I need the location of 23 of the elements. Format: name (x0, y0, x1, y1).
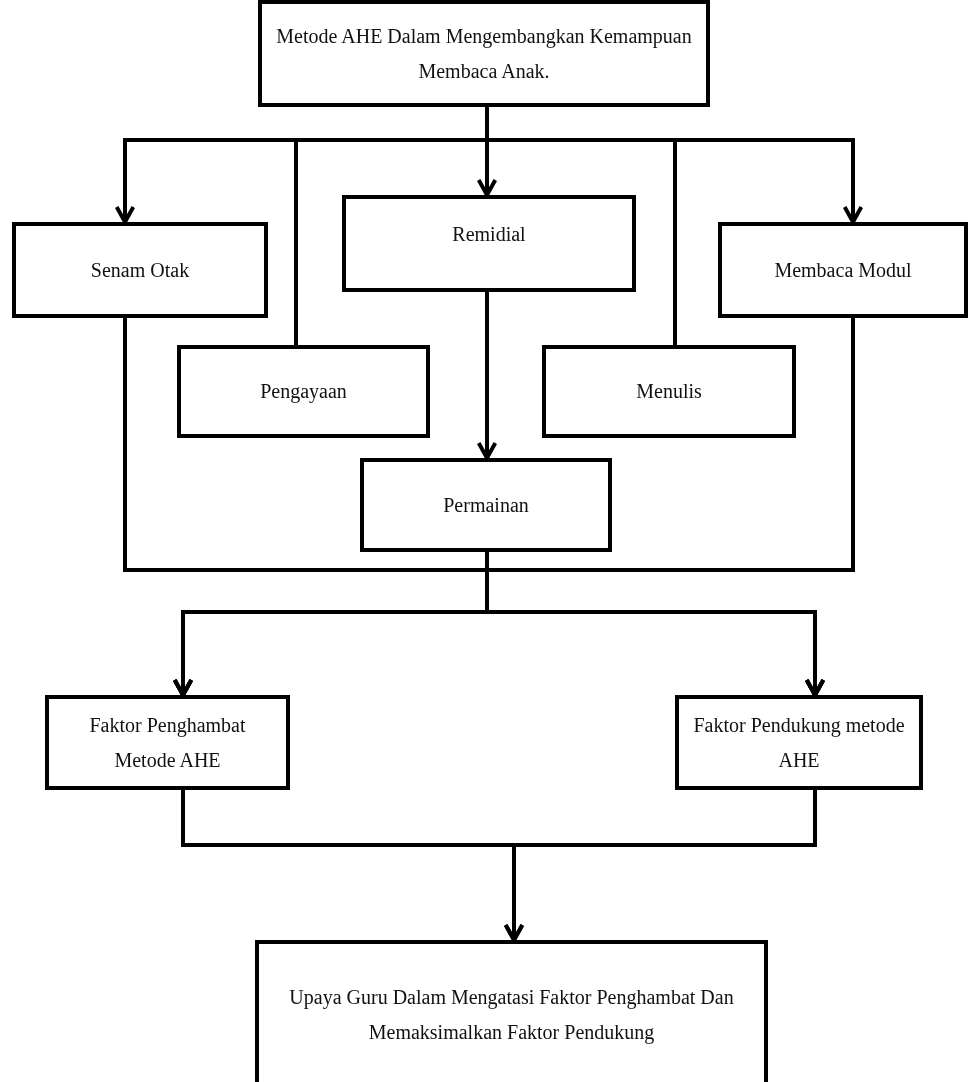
process-box (342, 195, 636, 292)
box-label: Pengayaan (260, 379, 347, 405)
box-label: Permainan (443, 492, 529, 518)
process-box (177, 345, 430, 438)
box-label: Senam Otak (90, 257, 190, 283)
box-label: Upaya Guru Dalam Mengatasi Faktor Penghambat Dan Memaksimalkan Faktor Pendukung (288, 985, 735, 1046)
process-box (45, 695, 290, 790)
connector-arrow (485, 552, 826, 697)
process-box (718, 222, 968, 318)
process-box (542, 345, 796, 438)
box-label: Faktor Pendukung metode AHE (692, 712, 906, 773)
process-box (258, 0, 710, 107)
box-label: Menulis (636, 379, 702, 404)
box-label: Membaca Modul (774, 257, 912, 283)
process-box (360, 458, 612, 552)
connector-arrow (476, 292, 498, 460)
box-label: Faktor Penghambat Metode AHE (88, 712, 247, 773)
box-label: Metode AHE Dalam Mengembangkan Kemampuan Membaca Anak. (275, 23, 693, 84)
connector-arrow (503, 790, 817, 942)
process-box (12, 222, 268, 318)
process-box (675, 695, 923, 790)
box-label: Remidial (452, 222, 526, 247)
process-box (255, 940, 768, 1082)
